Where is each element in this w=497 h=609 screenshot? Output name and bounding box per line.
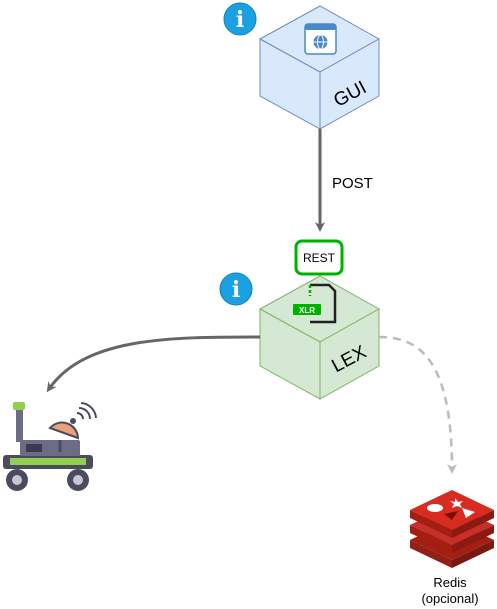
post-edge: POST [315,129,373,232]
svg-text:i: i [236,7,244,33]
lex-info-icon[interactable]: i [219,272,253,306]
browser-globe-icon [304,23,337,55]
gui-info-icon[interactable]: i [223,2,257,36]
rover-robot-icon[interactable] [3,402,97,491]
rover-edge [46,335,261,393]
lex-node[interactable]: XLR LEX [258,275,381,400]
svg-text:i: i [232,277,240,303]
redis-sublabel: (opcional) [421,591,478,606]
xlr-badge: XLR [299,306,315,315]
redis-icon[interactable] [410,490,494,568]
lex-cube-right [319,308,380,400]
gui-node[interactable]: GUI [258,5,381,130]
rest-box[interactable]: REST [294,239,344,276]
post-label: POST [332,175,373,192]
redis-label: Redis [433,575,467,590]
gui-cube-right [319,38,380,130]
xlr-file-icon: XLR [293,283,337,324]
redis-edge [378,335,457,474]
rest-label: REST [303,251,336,265]
